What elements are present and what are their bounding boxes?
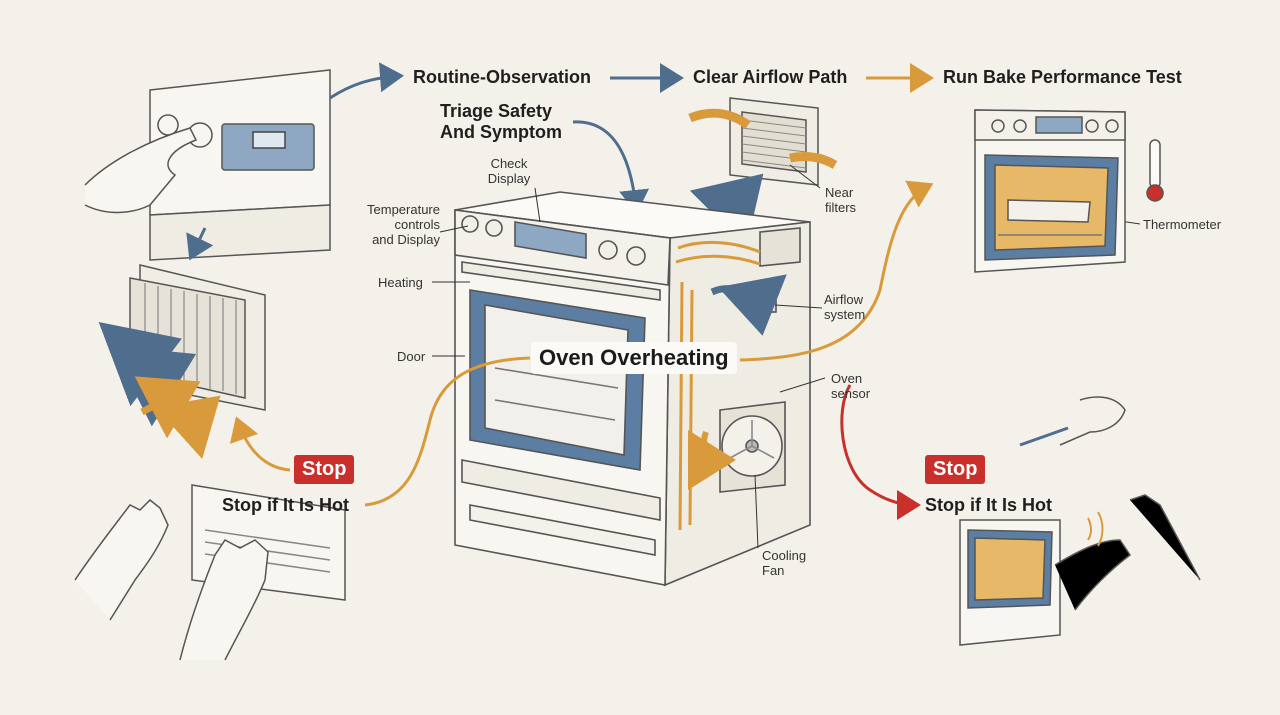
label-cooling-fan: Cooling Fan	[762, 548, 807, 578]
label-near-filters: Near filters	[825, 185, 857, 215]
panel-to-filter-arrow	[186, 227, 214, 261]
step-clear-airflow-path: Clear Airflow Path	[693, 67, 848, 87]
stop-badge-left: Stop	[294, 455, 355, 484]
sensor-to-stop-arrow	[840, 384, 921, 520]
filter-orange-swoosh-2	[789, 152, 838, 169]
stop-text-right: Stop if It Is Hot	[925, 495, 1052, 515]
heating-coil-top	[677, 240, 761, 254]
label-door: Door	[397, 349, 426, 364]
step-routine-observation: Routine-Observation	[413, 67, 592, 87]
stop-badge-right: Stop	[925, 455, 986, 484]
bottom-right-oven-illustration	[959, 396, 1201, 646]
stop-to-overheating-line	[364, 356, 531, 507]
airflow-arrow-orange-1	[134, 376, 201, 439]
label-temperature-controls: Temperature controls and Display	[367, 202, 440, 247]
fan-airflow-arrow	[687, 429, 736, 490]
triage-arrow	[572, 120, 650, 214]
flow-arrow-start	[329, 62, 404, 100]
label-check-display: Check Display	[487, 156, 531, 186]
filter-orange-swoosh-1	[688, 108, 751, 129]
overheating-to-bake-arrow	[739, 180, 934, 362]
label-airflow-system: Airflow system	[824, 292, 866, 322]
control-panel-illustration	[84, 69, 331, 261]
top-filter-illustration	[729, 97, 819, 186]
label-thermometer: Thermometer	[1143, 217, 1222, 232]
stop-to-filter-arrow	[229, 416, 291, 472]
step-triage-safety-and-symptom: Triage Safety And Symptom	[440, 101, 563, 142]
label-heating: Heating	[378, 275, 423, 290]
bake-test-oven-illustration	[974, 109, 1164, 273]
stop-text-left: Stop if It Is Hot	[222, 495, 349, 515]
internal-airflow-arrow-1	[710, 274, 787, 336]
label-oven-sensor: Oven sensor	[831, 371, 871, 401]
step-run-bake-performance-test: Run Bake Performance Test	[943, 67, 1182, 87]
probe-handle-line	[1019, 426, 1069, 447]
airflow-arrow-orange-2	[155, 395, 221, 460]
left-air-filter-illustration	[129, 264, 266, 411]
heating-coil-mid	[675, 254, 761, 266]
heat-wave-lines	[1087, 511, 1104, 547]
central-label-oven-overheating: Oven Overheating	[531, 342, 737, 374]
bottom-left-vent-illustration	[74, 484, 346, 661]
